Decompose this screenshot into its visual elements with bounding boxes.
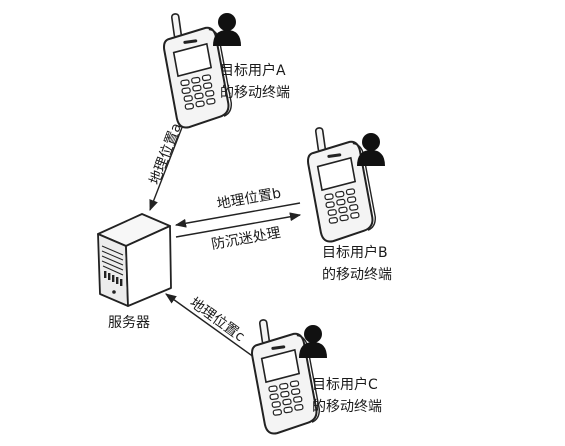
node-label-server: 服务器 bbox=[108, 315, 150, 331]
arrow-a-to-server bbox=[149, 111, 189, 212]
node-label-user-a-line2: 的移动终端 bbox=[220, 85, 290, 101]
node-label-user-b-line2: 的移动终端 bbox=[322, 267, 392, 283]
node-label-user-c-line1: 目标用户C bbox=[312, 377, 378, 393]
user-icon-a bbox=[213, 13, 241, 46]
node-label-user-a-line1: 目标用户A bbox=[220, 63, 286, 79]
server-icon bbox=[97, 213, 172, 307]
node-label-user-a: 目标用户A 的移动终端 bbox=[220, 60, 290, 104]
node-label-user-b: 目标用户B 的移动终端 bbox=[322, 242, 392, 286]
node-label-user-c: 目标用户C 的移动终端 bbox=[312, 374, 382, 418]
arrow-server-to-b bbox=[175, 212, 302, 238]
node-label-user-c-line2: 的移动终端 bbox=[312, 399, 382, 415]
arrow-b-to-server bbox=[174, 202, 301, 228]
arrow-c-to-server bbox=[165, 293, 259, 361]
node-label-user-b-line1: 目标用户B bbox=[322, 245, 388, 261]
